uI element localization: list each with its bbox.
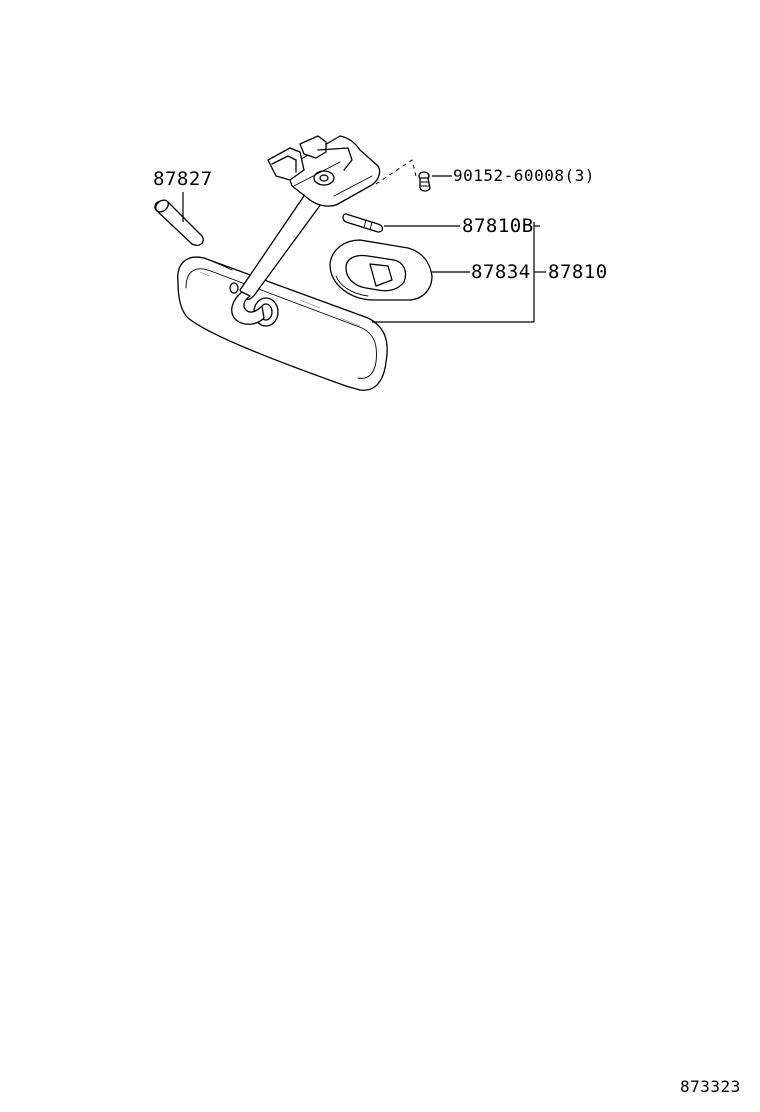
light-lens-illustration <box>154 199 204 246</box>
label-87810b: 87810B <box>462 215 534 237</box>
leader-lines <box>182 175 546 323</box>
label-87834: 87834 <box>471 261 531 283</box>
label-87810: 87810 <box>548 261 608 283</box>
mount-bracket-illustration <box>267 135 381 207</box>
screw-install-path <box>375 159 417 185</box>
bulb-illustration <box>342 213 384 233</box>
label-87827: 87827 <box>153 168 213 190</box>
mirror-stay-illustration <box>229 189 325 325</box>
screw-illustration <box>418 171 431 192</box>
lamp-housing-illustration <box>329 239 433 301</box>
label-screw-90152-60008: 90152-60008(3) <box>453 166 595 185</box>
illustration-code: 873323 <box>680 1077 741 1096</box>
